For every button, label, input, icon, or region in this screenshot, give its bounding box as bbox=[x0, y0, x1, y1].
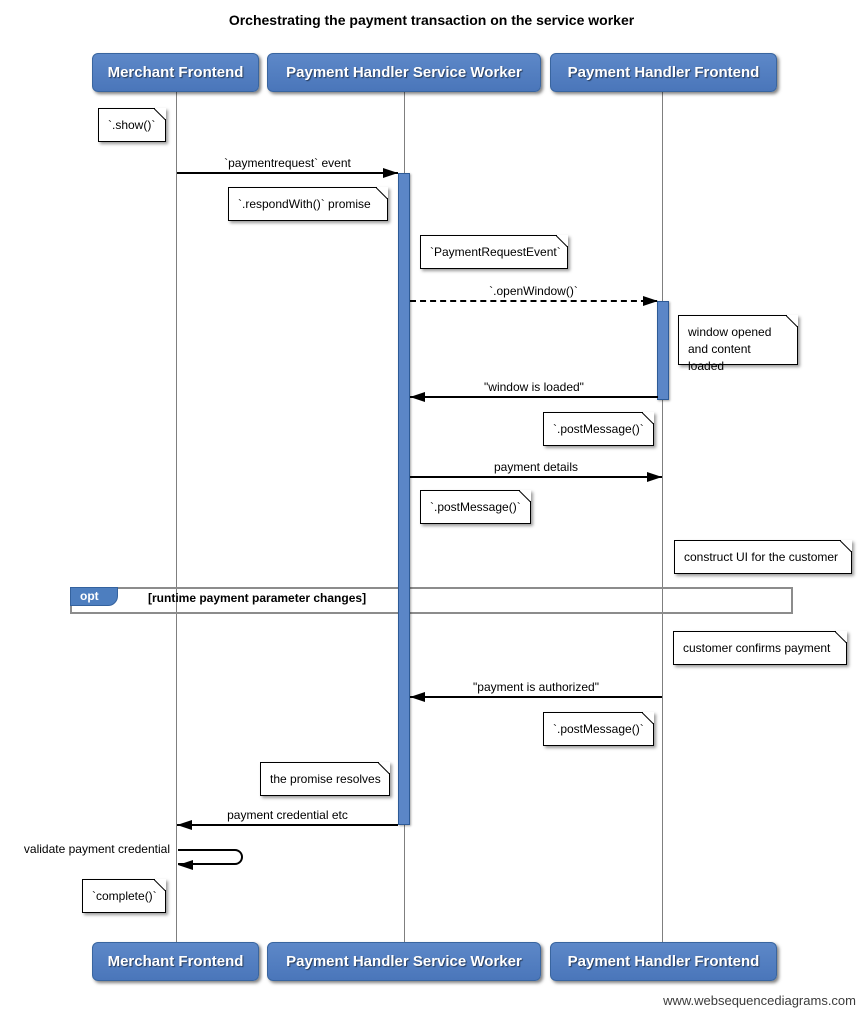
arrowhead-left-icon bbox=[177, 820, 192, 830]
diagram-title: Orchestrating the payment transaction on… bbox=[228, 12, 635, 28]
actor-bottom-merchant-frontend: Merchant Frontend bbox=[92, 942, 259, 981]
note-paymentrequestevent: `PaymentRequestEvent` bbox=[420, 235, 568, 269]
message-line-payment-details bbox=[410, 476, 662, 478]
message-line-payment-credential-etc bbox=[177, 824, 398, 826]
message-line-payment-is-authorized bbox=[410, 696, 662, 698]
arrowhead-left-icon bbox=[410, 692, 425, 702]
actor-top-payment-handler-service-worker: Payment Handler Service Worker bbox=[267, 53, 541, 92]
watermark-websequencediagrams: www.websequencediagrams.com bbox=[663, 993, 856, 1008]
self-message-loop bbox=[178, 849, 243, 865]
actor-top-merchant-frontend: Merchant Frontend bbox=[92, 53, 259, 92]
message-line-window-is-loaded bbox=[410, 396, 658, 398]
note-customer-confirms-payment: customer confirms payment bbox=[673, 631, 847, 665]
actor-bottom-payment-handler-service-worker: Payment Handler Service Worker bbox=[267, 942, 541, 981]
arrowhead-left-icon bbox=[410, 392, 425, 402]
opt-fragment-operator: opt bbox=[70, 587, 118, 606]
note-postmessage-1: `.postMessage()` bbox=[543, 412, 654, 446]
note-promise-resolves: the promise resolves bbox=[260, 762, 390, 796]
note-respondwith-promise: `.respondWith()` promise bbox=[228, 187, 388, 221]
message-line-openwindow bbox=[410, 300, 657, 302]
arrowhead-left-icon bbox=[178, 860, 193, 870]
message-line-paymentrequest-event bbox=[177, 172, 398, 174]
arrowhead-right-icon bbox=[647, 472, 662, 482]
actor-bottom-payment-handler-frontend: Payment Handler Frontend bbox=[550, 942, 777, 981]
message-label-openwindow: `.openWindow()` bbox=[489, 284, 578, 298]
arrowhead-right-icon bbox=[383, 168, 398, 178]
message-label-window-is-loaded: "window is loaded" bbox=[484, 380, 584, 394]
message-label-payment-details: payment details bbox=[493, 460, 579, 474]
arrowhead-right-icon bbox=[643, 296, 658, 306]
message-label-payment-credential-etc: payment credential etc bbox=[227, 808, 348, 822]
message-label-payment-is-authorized: "payment is authorized" bbox=[473, 680, 599, 694]
message-label-validate-payment-credential: validate payment credential bbox=[23, 842, 170, 856]
lifeline-payment-handler-frontend bbox=[662, 92, 663, 942]
actor-top-payment-handler-frontend: Payment Handler Frontend bbox=[550, 53, 777, 92]
activation-service-worker bbox=[398, 173, 410, 825]
note-complete: `complete()` bbox=[82, 879, 166, 913]
note-postmessage-3: `.postMessage()` bbox=[543, 712, 654, 746]
note-construct-ui: construct UI for the customer bbox=[674, 540, 852, 574]
note-window-opened: window opened and content loaded bbox=[678, 315, 798, 373]
opt-fragment: opt [runtime payment parameter changes] bbox=[70, 587, 793, 614]
note-postmessage-2: `.postMessage()` bbox=[420, 490, 531, 524]
note-show: `.show()` bbox=[98, 108, 166, 142]
message-label-paymentrequest-event: `paymentrequest` event bbox=[224, 156, 351, 170]
opt-fragment-condition: [runtime payment parameter changes] bbox=[148, 591, 367, 605]
lifeline-merchant-frontend bbox=[176, 92, 177, 942]
activation-payment-handler-frontend bbox=[657, 301, 669, 400]
